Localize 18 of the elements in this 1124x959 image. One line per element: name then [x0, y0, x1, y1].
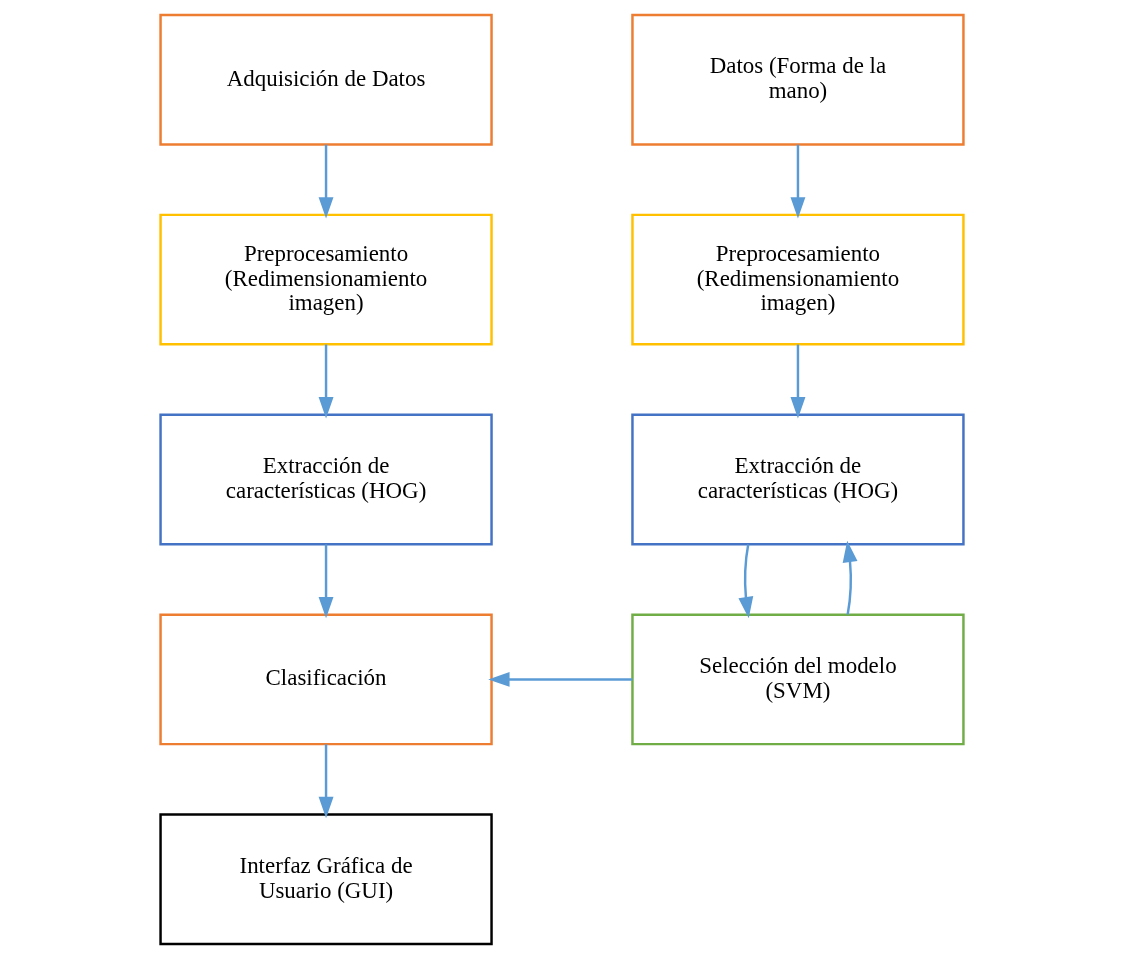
- node-box: Interfaz Gráfica de Usuario (GUI): [159, 813, 493, 946]
- arrow: [318, 144, 334, 219]
- node-box: Datos (Forma de la mano): [631, 13, 965, 146]
- arrow: [488, 671, 633, 687]
- node-box: Preprocesamiento (Redimensionamiento imagen): [159, 213, 493, 346]
- arrow: [842, 540, 858, 615]
- node-box: Extracción de características (HOG): [159, 413, 493, 546]
- node-box: Clasificación: [159, 613, 493, 746]
- node-box: Preprocesamiento (Redimensionamiento imagen): [631, 213, 965, 346]
- arrow: [790, 344, 806, 419]
- node-box: Adquisición de Datos: [159, 13, 493, 146]
- arrow: [738, 544, 754, 619]
- node-box: Extracción de características (HOG): [631, 413, 965, 546]
- arrow: [318, 544, 334, 619]
- arrow: [318, 344, 334, 419]
- node-box: Selección del modelo (SVM): [631, 613, 965, 746]
- arrow: [318, 744, 334, 819]
- arrow: [790, 144, 806, 219]
